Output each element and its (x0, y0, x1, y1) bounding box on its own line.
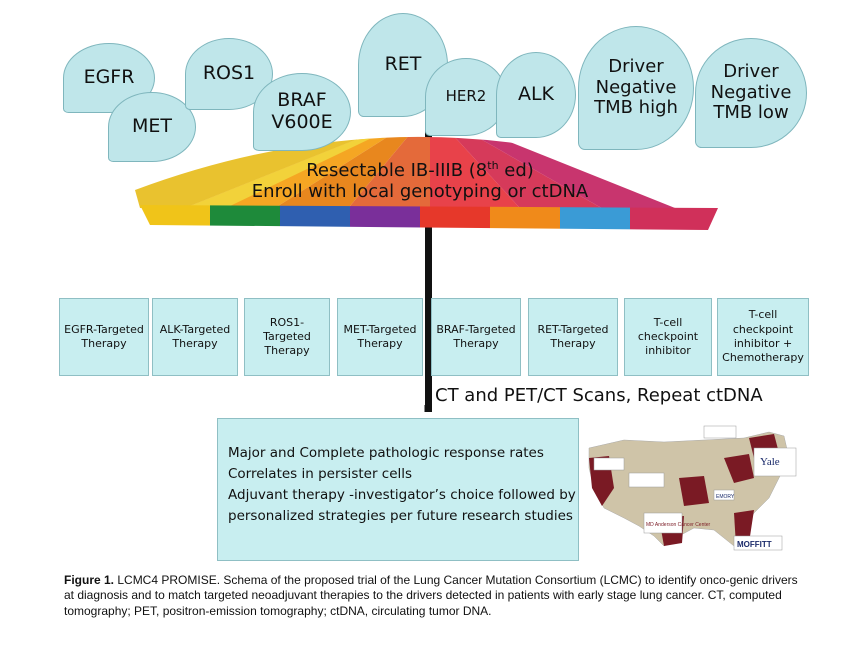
drop-braf: BRAF V600E (253, 73, 351, 151)
therapy-box-braf: BRAF-Targeted Therapy (431, 298, 521, 376)
drop-driver-negative-tmb-low: Driver Negative TMB low (695, 38, 807, 148)
canopy-line-1: Resectable IB-IIIB (8th ed) (306, 159, 534, 181)
therapy-box-met: MET-Targeted Therapy (337, 298, 423, 376)
map-label-mdanderson: MD Anderson Cancer Center (646, 522, 711, 528)
umbrella-rim (140, 205, 718, 230)
caption-label: Figure 1. (64, 573, 115, 587)
therapy-box-tcell: T-cell checkpoint inhibitor (624, 298, 712, 376)
response-line-1: Major and Complete pathologic response r… (228, 445, 544, 461)
response-box: Major and Complete pathologic response r… (217, 418, 579, 561)
map-label-moffitt: MOFFITT (737, 540, 772, 549)
therapy-box-ret: RET-Targeted Therapy (528, 298, 618, 376)
therapy-box-ros1: ROS1-Targeted Therapy (244, 298, 330, 376)
therapy-box-alk: ALK-Targeted Therapy (152, 298, 238, 376)
drop-alk: ALK (496, 52, 576, 138)
response-line-3: Adjuvant therapy -investigator’s choice … (228, 486, 576, 503)
canopy-line-2: Enroll with local genotyping or ctDNA (251, 181, 589, 202)
umbrella-shaft (425, 112, 432, 412)
drop-her2: HER2 (425, 58, 507, 136)
map-label-emory: EMORY (716, 494, 735, 500)
therapy-box-tcell-chemo: T-cell checkpoint inhibitor + Chemothera… (717, 298, 809, 376)
umbrella-graphic (135, 112, 720, 412)
us-map-image: Yale MD Anderson Cancer Center EMORY MOF… (588, 425, 797, 551)
scan-text: CT and PET/CT Scans, Repeat ctDNA (435, 385, 763, 406)
figure-caption: Figure 1. LCMC4 PROMISE. Schema of the p… (64, 573, 809, 619)
caption-text: LCMC4 PROMISE. Schema of the proposed tr… (64, 573, 798, 618)
response-line-2: Correlates in persister cells (228, 465, 413, 482)
drop-driver-negative-tmb-high: Driver Negative TMB high (578, 26, 694, 150)
drop-met: MET (108, 92, 196, 162)
therapy-box-egfr: EGFR-Targeted Therapy (59, 298, 149, 376)
map-label-yale: Yale (760, 456, 780, 468)
response-line-4: personalized strategies per future resea… (228, 507, 573, 524)
